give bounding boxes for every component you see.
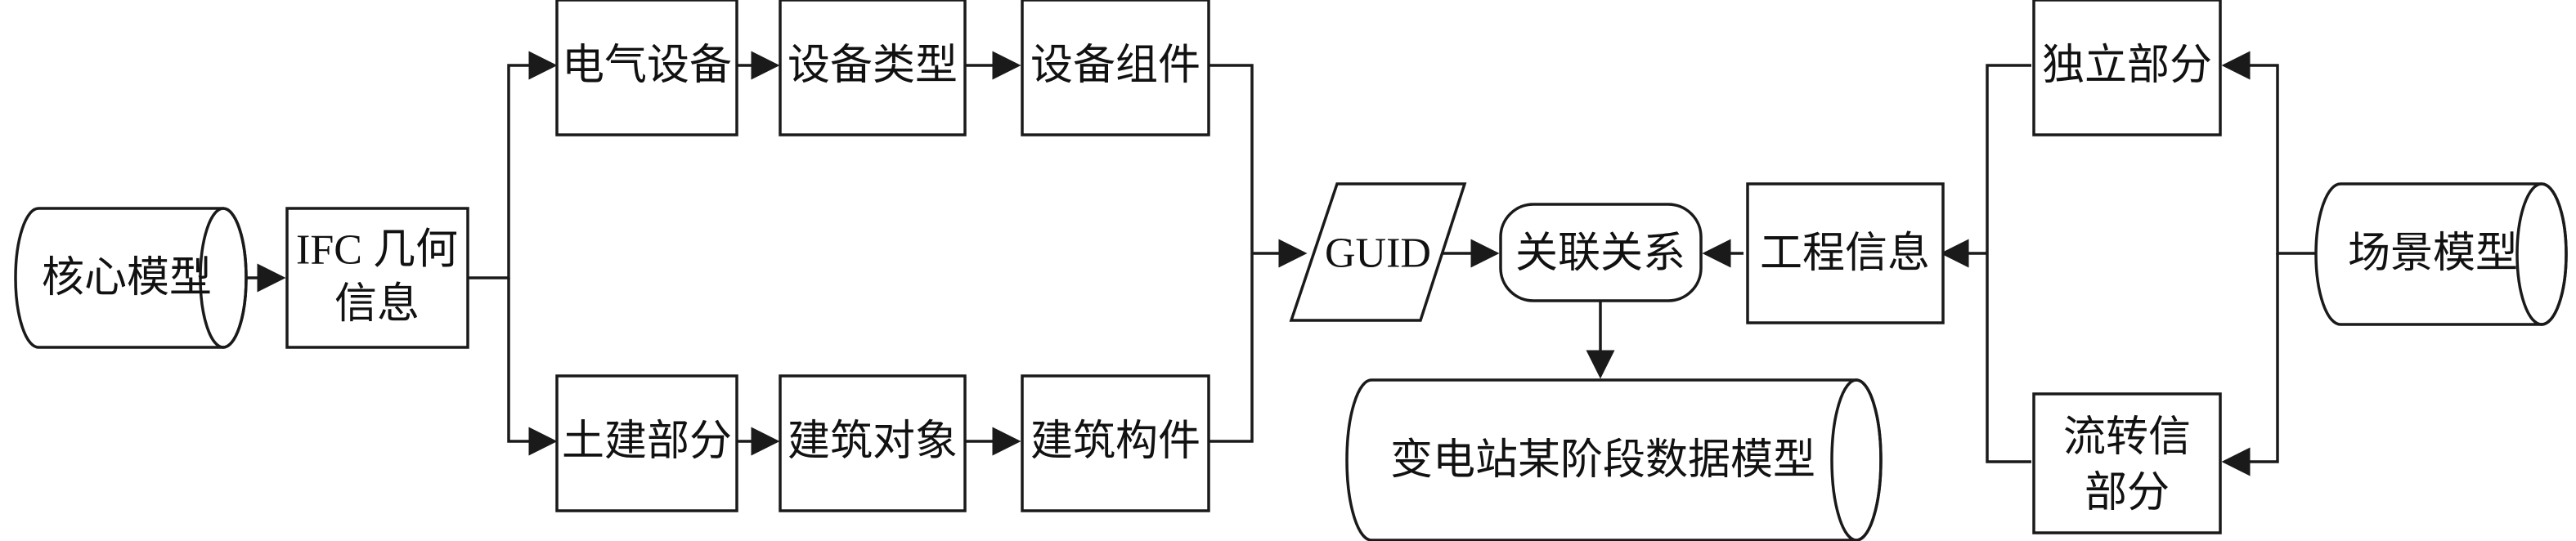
line-merge-to-guid [1209, 64, 1254, 443]
independent-part-box: 独立部分 [2032, 0, 2222, 136]
circulation-part-label-line2: 部分 [2085, 468, 2170, 517]
electrical-equipment-box: 电气设备 [555, 0, 738, 136]
line-right-branch [1986, 64, 2031, 463]
substation-model-label: 变电站某阶段数据模型 [1390, 436, 1815, 485]
civil-part-label: 土建部分 [562, 417, 732, 466]
line-scene-branch-lower [2221, 253, 2279, 476]
building-object-box: 建筑对象 [779, 374, 967, 512]
electrical-equipment-label: 电气设备 [562, 41, 732, 90]
substation-model-cylinder: 变电站某阶段数据模型 [1345, 378, 1883, 541]
equipment-type-box: 设备类型 [779, 0, 967, 136]
association-box: 关联关系 [1499, 203, 1703, 302]
line-ifc-branch-lower [507, 278, 558, 456]
ifc-geometry-label-line1: IFC 几何 [296, 227, 458, 274]
equipment-component-label: 设备组件 [1030, 41, 1200, 90]
line-scene-branch [2221, 51, 2322, 255]
building-component-box: 建筑构件 [1021, 374, 1210, 512]
association-label: 关联关系 [1515, 229, 1685, 278]
guid-label: GUID [1325, 230, 1431, 277]
circulation-part-box: 流转信 部分 [2032, 392, 2222, 534]
engineering-info-box: 工程信息 [1746, 182, 1945, 324]
civil-part-box: 土建部分 [555, 374, 738, 512]
guid-parallelogram: GUID [1289, 182, 1467, 322]
building-object-label: 建筑对象 [788, 417, 958, 466]
equipment-type-label: 设备类型 [788, 41, 958, 90]
scene-model-cylinder: 场景模型 [2314, 182, 2568, 326]
line-ifc-branch [468, 51, 558, 279]
building-component-label: 建筑构件 [1030, 417, 1200, 466]
equipment-component-box: 设备组件 [1021, 0, 1210, 136]
independent-part-label: 独立部分 [2042, 41, 2212, 90]
core-model-cylinder: 核心模型 [14, 207, 248, 349]
ifc-geometry-label-line2: 信息 [334, 279, 420, 329]
core-model-label: 核心模型 [42, 253, 212, 302]
circulation-part-label-line1: 流转信 [2063, 413, 2191, 462]
scene-model-label: 场景模型 [2348, 229, 2518, 278]
engineering-info-label: 工程信息 [1760, 229, 1930, 278]
ifc-geometry-box: IFC 几何 信息 [285, 207, 469, 349]
connectors [246, 51, 2322, 476]
